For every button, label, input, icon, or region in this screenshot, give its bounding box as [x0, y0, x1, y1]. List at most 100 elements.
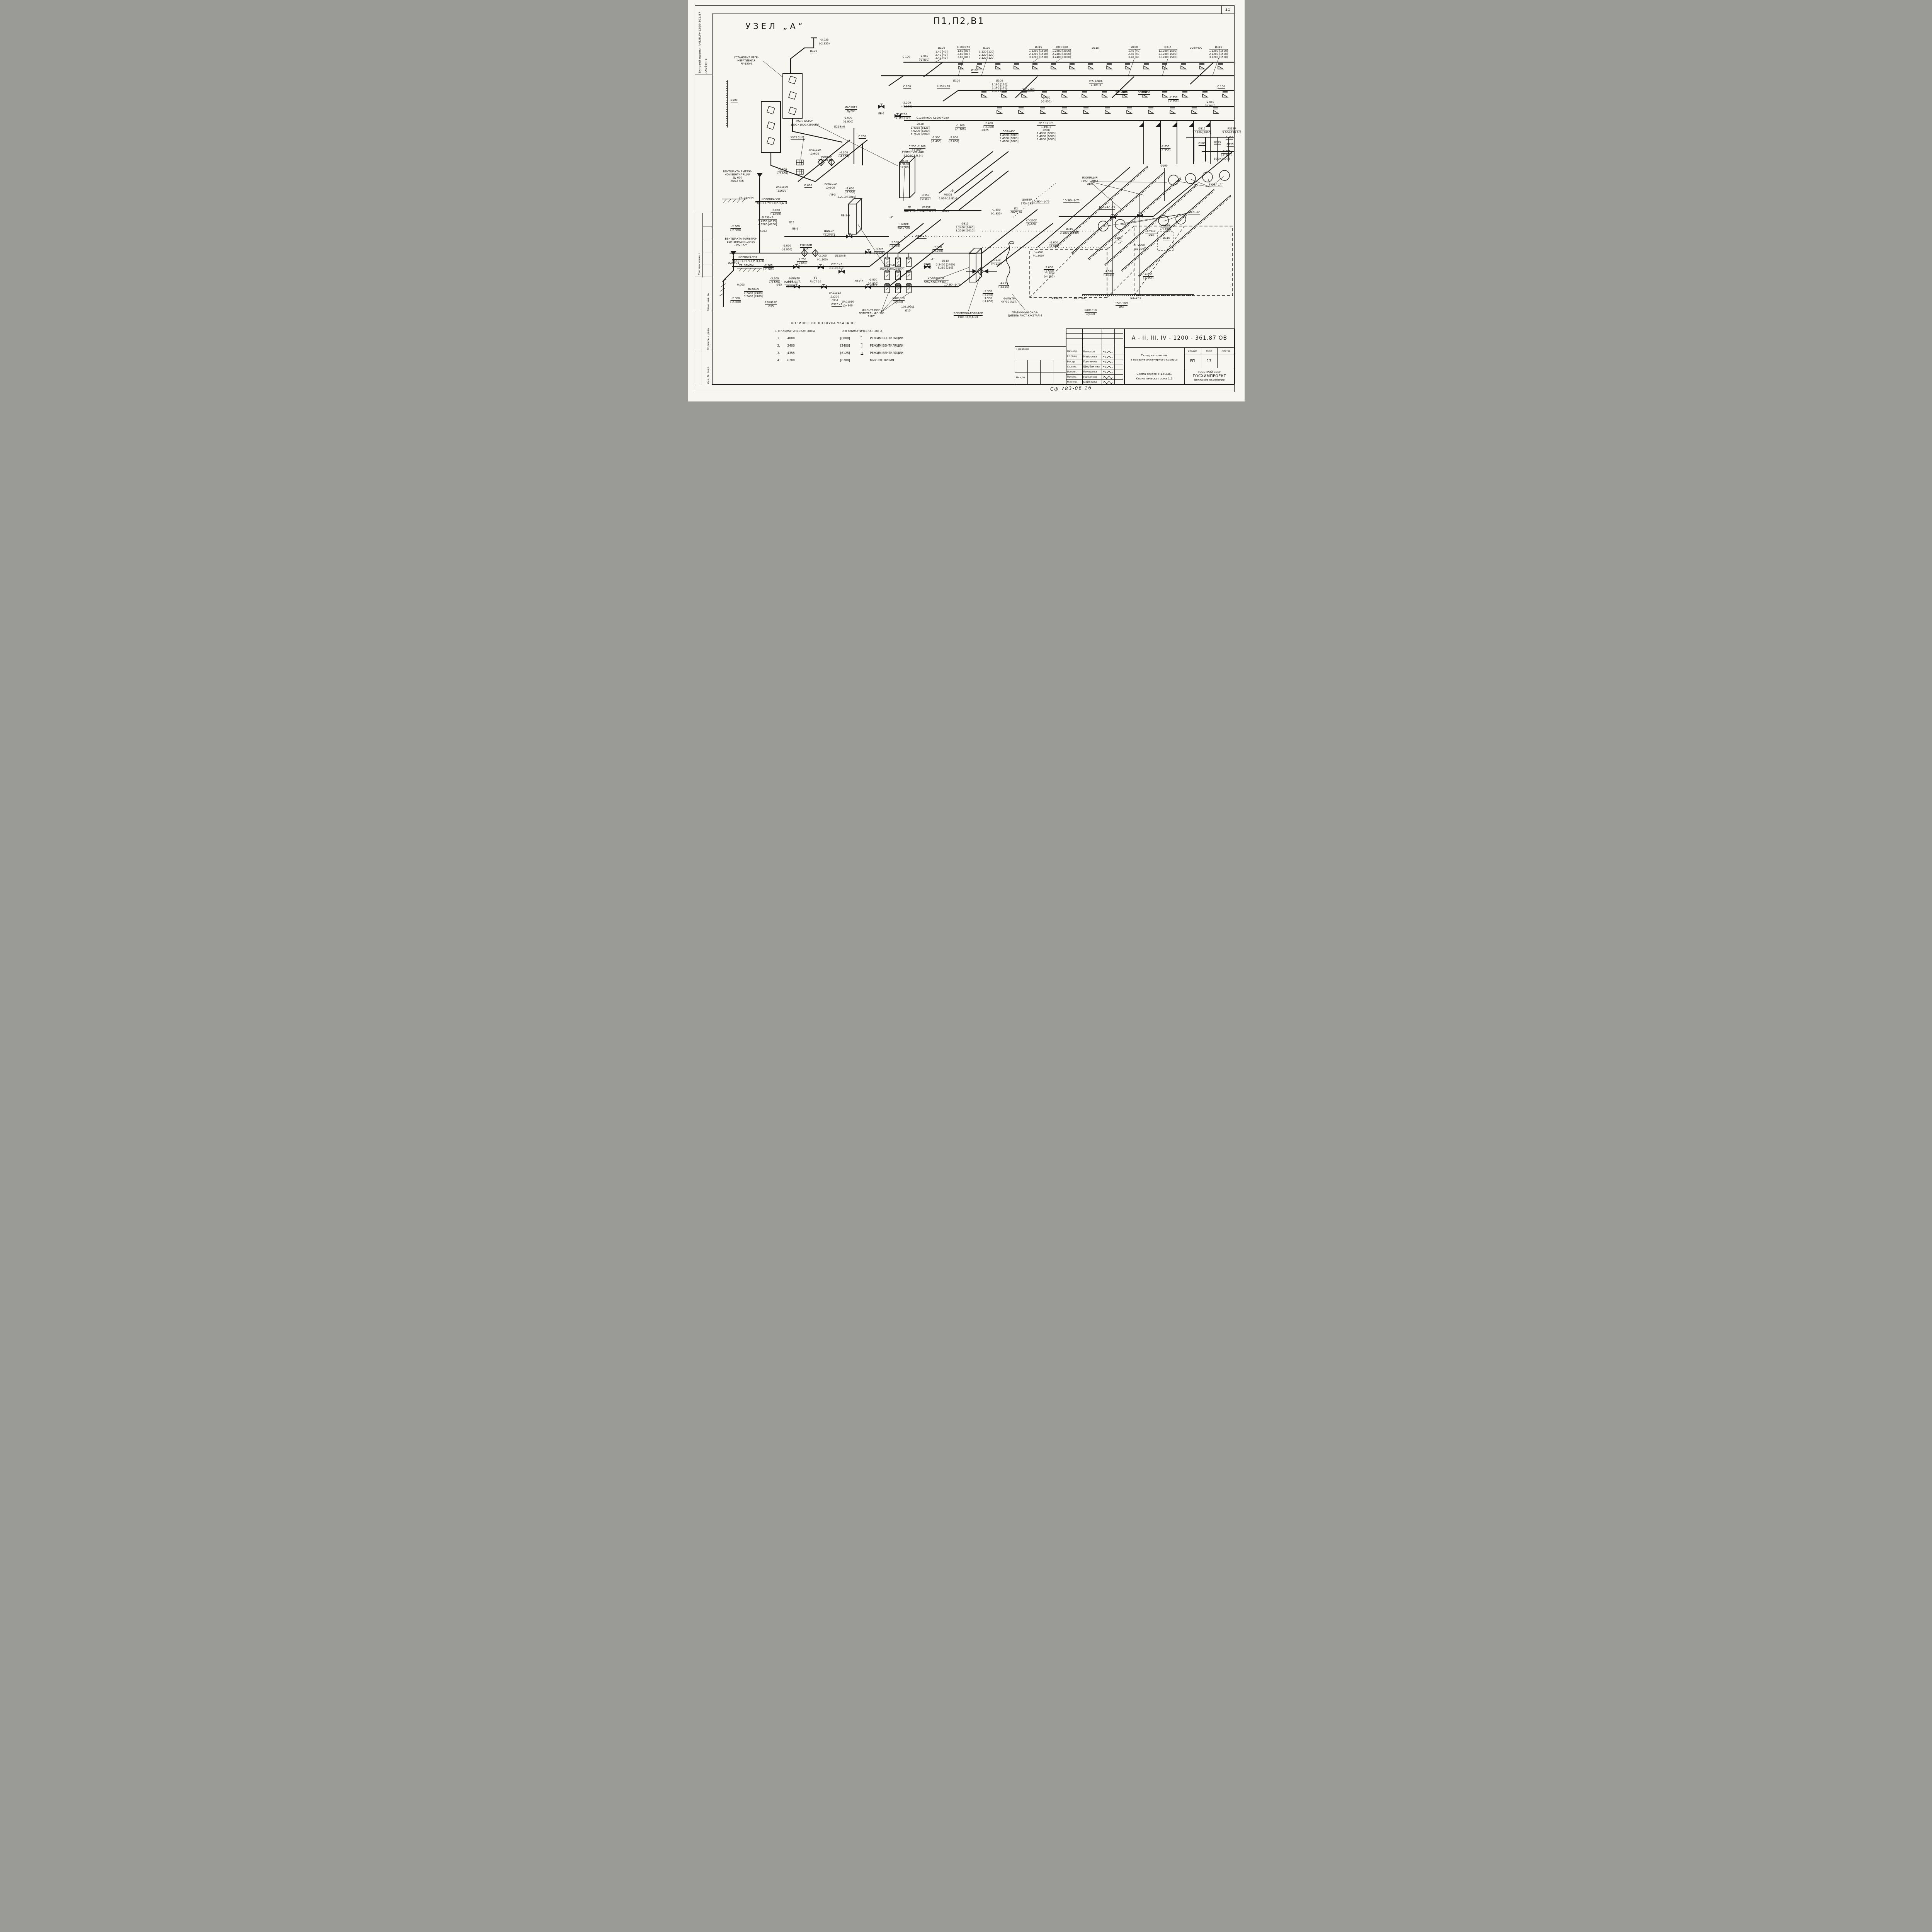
annotation-line: 15КЧ18П: [1145, 230, 1158, 233]
annotation-line: РР 5 12ШТ.: [1037, 122, 1056, 126]
annotation-line: (-2.100): [901, 105, 912, 108]
annotation-line: Ø426×9: [744, 288, 763, 292]
annotation-line: ЛИСТ 16: [904, 209, 916, 213]
annotation-line: ЛИСТ КЖ: [734, 243, 748, 247]
annotation-label: „б“: [950, 189, 954, 192]
annotation-line: -4.650: [1044, 271, 1055, 275]
annotation-line: 2.160 [160]: [992, 86, 1007, 89]
annotation-line: С1250×600 С1000×250: [916, 116, 949, 120]
title-node-a: УЗЕЛ „А“: [745, 22, 805, 31]
annotation-line: (-1.700): [955, 128, 966, 131]
annotation-line: -2.650: [844, 187, 855, 191]
annotation-line: ЛИСТ ПУНКТ: [1081, 179, 1099, 183]
annotation-line: Ø 630: [804, 184, 812, 188]
annotation-line: Ø219×6: [1051, 296, 1063, 300]
annotation-line: Ду 600: [733, 176, 742, 180]
annotation-line: Ø315: [1092, 46, 1099, 50]
titleblock-signature-cell: [1102, 349, 1115, 354]
annotation-line: ТДК-Н-1-70 Ч.II,Р.III,А.III: [732, 259, 764, 263]
titleblock-roles-cell: [1114, 364, 1123, 370]
annotation-line: ИА01013: [828, 291, 841, 295]
page-number: 15: [1225, 7, 1231, 12]
annotation-line: 2.4800 [6000]: [1000, 136, 1019, 140]
duct-mains: [723, 37, 1234, 307]
legend-cell: РЕЖИМ ВЕНТИЛЯЦИИ: [870, 337, 903, 340]
insulated-ducts: [1054, 166, 1232, 296]
annotation-line: (-2.935): [819, 42, 830, 45]
annotation-line: -3.725: [874, 248, 885, 252]
legend-cell: 1.: [777, 337, 780, 340]
annotation-line: ЛВ-3-6: [840, 214, 850, 217]
annotation-label: -4.650(-4.550): [1044, 271, 1055, 278]
annotation-line: (-2.600): [777, 172, 788, 175]
annotation-line: 1.9600: [900, 163, 909, 166]
annotation-line: 5.2010 [2010]: [837, 196, 856, 199]
titleblock-roles-cell: [1114, 374, 1123, 380]
annotation-line: ФИЛЬТР: [821, 155, 832, 158]
annotation-line: (-2.400): [889, 244, 900, 248]
annotation-line: 1.494-8: [1041, 125, 1051, 129]
annotation-line: С 300×50: [957, 46, 970, 49]
annotation-label: 5.2010 [2010]: [837, 196, 856, 199]
annotation-line: (-1.850): [918, 58, 930, 61]
titleblock-drawing-line1: Схема систем П1,П2,В1: [1136, 372, 1172, 376]
annotation-line: Р630Э: [939, 193, 957, 197]
annotation-line: 10Б19бк1: [901, 305, 915, 309]
annotation-line: 5.7590 [9600]: [911, 132, 930, 136]
titleblock-roles-cell: Комарова: [1082, 369, 1102, 375]
annotation-line: 300×400: [1022, 88, 1035, 92]
annotation-line: Ø180: [1198, 142, 1206, 146]
annotation-line: -2.750: [1041, 96, 1052, 100]
annotation-line: С 250×50: [937, 85, 950, 88]
titleblock-roles-cell: [1114, 369, 1123, 375]
annotation-line: (-1.950): [770, 212, 781, 216]
annotation-label: Ø219×6: [915, 235, 927, 239]
titleblock-roles-cell: Майорова: [1082, 379, 1102, 385]
annotation-line: Ø 630×9: [758, 216, 777, 220]
sidebar-cell-podpis: [694, 312, 712, 351]
annotation-line: -3.657: [920, 194, 931, 197]
annotation-line: ОВН: [1087, 182, 1093, 186]
legend-cell: 4800: [787, 337, 795, 340]
annotation-line: 3.40 [40]: [935, 56, 948, 60]
annotation-line: -1.800: [955, 124, 966, 128]
annotation-label: -2.900(-2.800): [730, 297, 741, 304]
titleblock-roles-cell: [1102, 329, 1115, 334]
annotation-line: (-4.550): [1044, 275, 1055, 278]
annotation-line: Ø315: [1060, 228, 1079, 231]
annotation-line: 500×400: [1115, 91, 1128, 95]
annotation-label: Ø219×6: [1051, 296, 1063, 300]
titleblock-object-line1: Склад материалов: [1141, 354, 1168, 357]
titleblock-signature-cell: [1102, 369, 1115, 375]
annotation-line: Ø100: [979, 46, 995, 50]
annotation-label: -2.750(-2.650): [796, 258, 808, 265]
annotation-label: -2.000(-1.900): [817, 254, 828, 261]
annotation-line: Ø57×2,5: [1074, 296, 1086, 300]
annotation-label: УР. ЗЕМЛИ: [739, 196, 753, 199]
titleblock-attach-label: Привязан: [1016, 347, 1029, 350]
annotation-line: (-1.850): [867, 282, 879, 285]
annotation-line: Ø100: [992, 79, 1007, 83]
annotation-line: 1.4800 [6000]: [1000, 133, 1019, 137]
annotation-line: (-2.400): [930, 139, 942, 143]
annotation-line: 3.2400 [2400]: [744, 294, 763, 298]
annotation-line: 1.2400 [3000]: [1052, 49, 1071, 53]
annotation-line: КОЛЛЕКТОР: [879, 264, 905, 267]
annotation-line: ФИЛЬТР-ПОГ-: [862, 309, 881, 312]
annotation-line: 2.40 [40]: [1128, 52, 1141, 56]
annotation-line: (-2.500): [1221, 153, 1232, 157]
annotation-label: -2.900(-2.800): [948, 136, 959, 143]
annotation-label: -2.000(-1.900): [1048, 241, 1060, 248]
annotation-line: 0.003: [737, 283, 745, 286]
annotation-line: 1.40 [40]: [1128, 49, 1141, 53]
